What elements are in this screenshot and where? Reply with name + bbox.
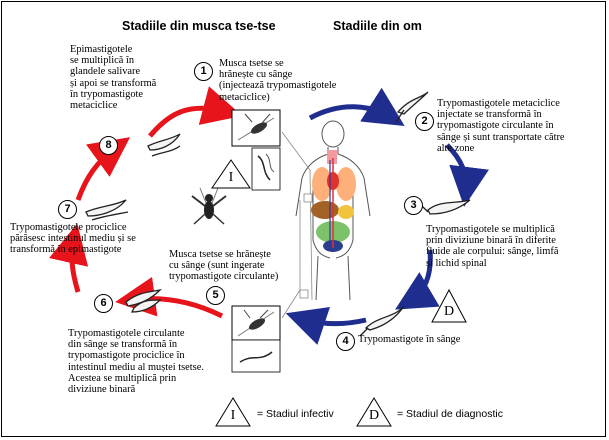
tsetse-fly-icon bbox=[191, 187, 227, 225]
arrow-4-to-5 bbox=[285, 306, 367, 345]
legend-diagnostic-letter: D bbox=[368, 408, 380, 423]
step-1-text: Musca tsetse se hrănește cu sânge (injec… bbox=[219, 58, 337, 103]
step-6-number: 6 bbox=[94, 294, 113, 313]
trypanosome-stage-3-icon bbox=[419, 199, 471, 215]
diagnostic-stage-marker bbox=[431, 288, 467, 323]
legend-infective-triangle bbox=[215, 397, 251, 427]
human-figure-icon bbox=[295, 120, 371, 301]
infective-stage-marker bbox=[211, 159, 251, 189]
trypanosome-stage-4-icon bbox=[359, 305, 405, 337]
trypanosome-stage-7-icon bbox=[85, 199, 129, 221]
arrow-1-to-2 bbox=[308, 87, 405, 127]
parasite-inset-box-lower bbox=[231, 339, 281, 373]
step-3-text: Trypomastigotele se multiplică prin divi… bbox=[426, 224, 559, 269]
legend-infective-letter: I bbox=[230, 408, 236, 423]
step-5-number: 5 bbox=[206, 286, 225, 305]
step-3-number: 3 bbox=[404, 196, 423, 215]
legend-diagnostic-label: = Stadiul de diagnostic bbox=[397, 408, 503, 420]
legend-diagnostic-triangle bbox=[356, 397, 392, 427]
step-5-text: Musca tsetse se hrănește cu sânge (sunt … bbox=[169, 249, 279, 283]
arrow-6-to-7 bbox=[49, 223, 89, 293]
trypanosome-stage-6-icon bbox=[125, 288, 162, 313]
step-1-number: 1 bbox=[194, 62, 213, 81]
human-stages-header: Stadiile din om bbox=[333, 19, 422, 33]
arrow-3-to-4 bbox=[395, 249, 440, 310]
trypanosome-stage-2-icon bbox=[395, 91, 429, 123]
fly-feeding-box-bottom bbox=[231, 305, 281, 341]
arrow-8-to-1 bbox=[148, 86, 243, 138]
trypanosome-stage-8-icon bbox=[147, 133, 181, 157]
step-6-text: Trypomastigotele circulante din sânge se… bbox=[68, 328, 204, 396]
diagnostic-marker-letter: D bbox=[443, 304, 455, 319]
legend-infective-label: = Stadiul infectiv bbox=[257, 408, 334, 420]
fly-feeding-box-top bbox=[231, 109, 281, 147]
step-8-text: Epimastigotele se multiplică în glandele… bbox=[70, 44, 157, 112]
step-8-number: 8 bbox=[99, 136, 118, 155]
parasite-inset-box bbox=[251, 147, 281, 191]
step-2-number: 2 bbox=[415, 112, 434, 131]
fly-stages-header: Stadiile din musca tse-tse bbox=[122, 19, 276, 33]
step-7-text: Trypomastigotele prociclice părăsesc int… bbox=[10, 222, 136, 256]
step-4-number: 4 bbox=[336, 332, 355, 351]
arrow-2-to-3 bbox=[445, 143, 489, 207]
step-4-text: Trypomastigote în sânge bbox=[358, 334, 461, 345]
step-2-text: Trypomastigotele metaciclice injectate s… bbox=[437, 98, 565, 154]
infective-marker-letter: I bbox=[228, 170, 234, 185]
step-7-number: 7 bbox=[58, 200, 77, 219]
